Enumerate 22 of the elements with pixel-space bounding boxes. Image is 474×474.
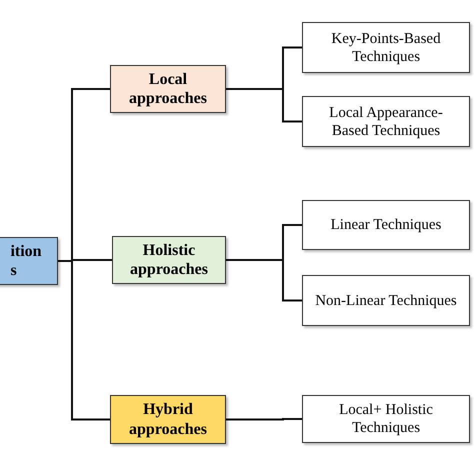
category-box <box>110 65 226 113</box>
root-box <box>0 237 58 285</box>
node-label: Linear Techniques <box>330 216 442 234</box>
category-box <box>110 395 226 444</box>
node-label: Hybrid approaches <box>128 400 208 439</box>
connector-line <box>226 88 302 122</box>
technique-box <box>302 96 470 147</box>
connector-line <box>226 418 302 420</box>
connector-line <box>226 259 302 302</box>
node-label: Local approaches <box>128 70 208 108</box>
node-label: Local+ Holistic Techniques <box>338 401 434 437</box>
category-box <box>112 236 226 284</box>
node-label: ition s <box>10 242 42 280</box>
technique-box <box>302 395 470 443</box>
connector-line <box>58 260 110 420</box>
node-label: Key-Points-Based Techniques <box>330 30 442 66</box>
node-label: Local Appearance-Based Techniques <box>328 104 444 140</box>
technique-box <box>302 200 470 250</box>
technique-box <box>302 275 470 326</box>
technique-box <box>302 22 470 73</box>
node-label: Non-Linear Techniques <box>314 292 458 310</box>
node-label: Holistic approaches <box>129 240 209 280</box>
